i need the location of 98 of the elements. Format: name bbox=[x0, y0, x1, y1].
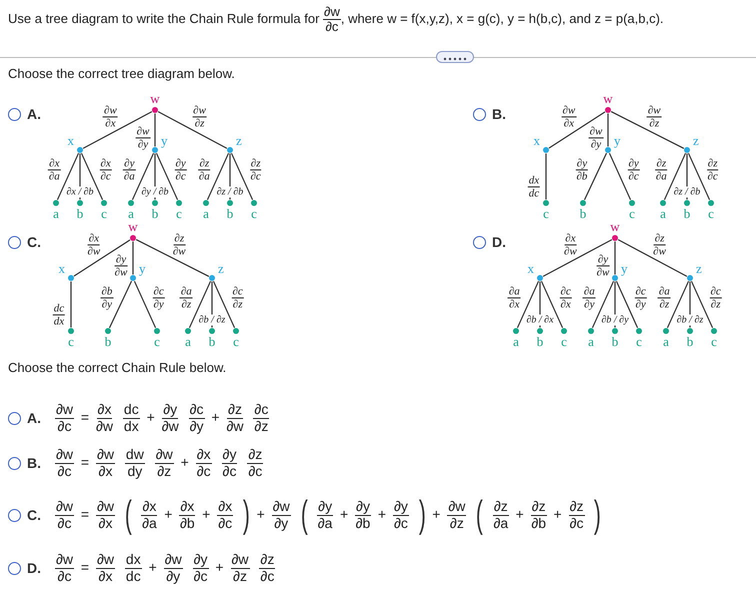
tree-node: b bbox=[612, 328, 618, 349]
tree-node: w bbox=[128, 219, 138, 241]
tree-branch bbox=[664, 152, 686, 200]
tree-branch bbox=[80, 152, 104, 200]
tree-node: c bbox=[543, 200, 549, 221]
tree-branch bbox=[616, 280, 638, 328]
option-letter: B. bbox=[27, 455, 41, 471]
tree-branch bbox=[136, 239, 210, 277]
edge-label: ∂b / ∂y bbox=[600, 314, 630, 326]
tree-node: x bbox=[58, 261, 74, 281]
tree-branch bbox=[540, 280, 564, 328]
tree-node: c bbox=[154, 328, 160, 349]
instruction-text: Choose the correct Chain Rule below. bbox=[8, 360, 226, 375]
tree-branch bbox=[108, 280, 132, 328]
tree-node: x bbox=[528, 261, 543, 281]
edge-label: ∂z / ∂b bbox=[216, 186, 244, 198]
tree-node: b bbox=[684, 200, 690, 221]
option-letter: D. bbox=[27, 560, 41, 576]
tree-node: b bbox=[152, 200, 158, 221]
tree-node: c bbox=[176, 200, 182, 221]
tree-node: a bbox=[185, 328, 191, 349]
tree-node: a bbox=[53, 200, 59, 221]
tree-node: a bbox=[588, 328, 594, 349]
tree-branch bbox=[666, 280, 690, 328]
edge-label: ∂b / ∂x bbox=[525, 314, 555, 326]
tree-branch bbox=[618, 239, 688, 277]
edge-label: ∂y / ∂b bbox=[140, 186, 170, 198]
tree-branch bbox=[230, 152, 254, 200]
tree-branch bbox=[132, 152, 154, 200]
instruction-text: Choose the correct tree diagram below. bbox=[8, 66, 235, 81]
tree-branch bbox=[74, 239, 130, 277]
tree-node: c bbox=[711, 328, 717, 349]
tree-node: b bbox=[686, 328, 694, 349]
tree-node: c bbox=[233, 328, 239, 349]
tree-node: b bbox=[536, 328, 544, 349]
tree-branch bbox=[156, 152, 178, 200]
tree-node: w bbox=[150, 91, 160, 113]
tree-branch bbox=[608, 152, 632, 200]
edge-label: ∂b / ∂z bbox=[676, 314, 704, 326]
tree-branch bbox=[188, 280, 212, 328]
tree-branch bbox=[545, 154, 547, 200]
tree-branch bbox=[132, 242, 134, 274]
edge-label: ∂z / ∂b bbox=[672, 186, 702, 198]
tree-branch bbox=[158, 111, 228, 149]
option-letter: D. bbox=[492, 234, 506, 250]
edge-label: ∂x / ∂b bbox=[65, 186, 95, 198]
tree-branch bbox=[212, 280, 236, 328]
option-letter: C. bbox=[27, 507, 41, 523]
tree-node: z bbox=[227, 133, 242, 153]
tree-node: x bbox=[68, 133, 83, 153]
tree-node: y bbox=[605, 133, 620, 153]
tree-node: c bbox=[251, 200, 257, 221]
tree-node: a bbox=[128, 200, 134, 221]
tree-node: b bbox=[580, 200, 586, 221]
tree-branch bbox=[607, 114, 609, 146]
tree-node: b bbox=[208, 328, 216, 349]
tree-node: c bbox=[636, 328, 642, 349]
tree-node: b bbox=[104, 328, 112, 349]
tree-node: z bbox=[209, 261, 224, 281]
tree-node: z bbox=[687, 261, 702, 281]
tree-node: c bbox=[101, 200, 107, 221]
tree-branch bbox=[592, 280, 614, 328]
tree-node: w bbox=[603, 91, 613, 113]
tree-node: x bbox=[534, 133, 549, 153]
tree-branch bbox=[690, 280, 714, 328]
option-letter: C. bbox=[27, 234, 41, 250]
tree-node: b bbox=[226, 200, 234, 221]
tree-branch bbox=[154, 114, 156, 146]
tree-node: y bbox=[612, 261, 628, 281]
tree-branch bbox=[614, 242, 616, 274]
tree-node: y bbox=[152, 133, 168, 153]
tree-node: w bbox=[610, 219, 620, 241]
tree-node: c bbox=[561, 328, 567, 349]
tree-node: c bbox=[68, 328, 74, 349]
tree-branch bbox=[548, 111, 606, 149]
tree-node: b bbox=[76, 200, 84, 221]
tree-branch bbox=[584, 152, 608, 200]
tree-branch bbox=[688, 152, 710, 200]
tree-branch bbox=[610, 111, 684, 149]
tree-node: z bbox=[684, 133, 699, 153]
tree-node: a bbox=[203, 200, 209, 221]
option-letter: A. bbox=[27, 106, 41, 122]
tree-branch bbox=[56, 152, 80, 200]
option-letter: B. bbox=[492, 106, 506, 122]
tree-node: c bbox=[708, 200, 714, 221]
tree-branch bbox=[70, 282, 72, 328]
tree-branch bbox=[134, 280, 156, 328]
tree-branch bbox=[206, 152, 230, 200]
tree-branch bbox=[516, 280, 540, 328]
tree-branch bbox=[542, 239, 612, 277]
tree-node: c bbox=[629, 200, 635, 221]
tree-node: a bbox=[663, 328, 669, 349]
edge-label: ∂b / ∂z bbox=[198, 314, 226, 326]
tree-node: a bbox=[513, 328, 519, 349]
tree-node: y bbox=[130, 261, 146, 281]
tree-branch bbox=[82, 111, 152, 149]
tree-node: a bbox=[660, 200, 666, 221]
option-letter: A. bbox=[27, 410, 41, 426]
